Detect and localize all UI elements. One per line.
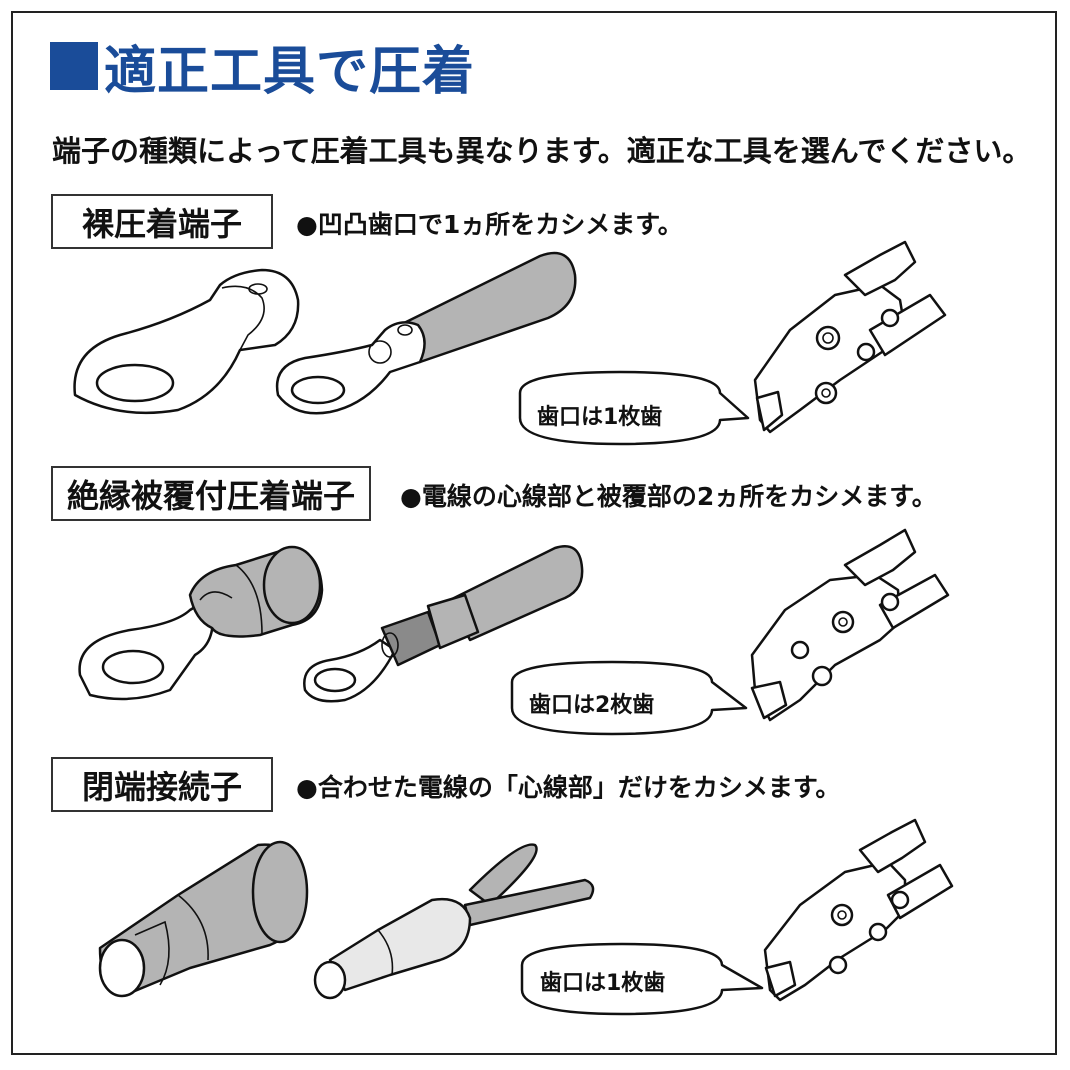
bubble-text-2: 歯口は2枚歯: [529, 692, 654, 718]
bare-ring-terminal-crimped-icon: [275, 251, 577, 415]
section-desc-closed-end-connector: ●合わせた電線の「心線部」だけをカシメます。: [296, 773, 841, 802]
section-desc-bare-terminal: ●凹凸歯口で1ヵ所をカシメます。: [296, 210, 683, 239]
crimping-tool-double-die-icon: [750, 528, 950, 722]
section-label-bare-terminal: 裸圧着端子: [51, 194, 273, 249]
page-title: 適正工具で圧着: [50, 34, 475, 102]
intro-text: 端子の種類によって圧着工具も異なります。適正な工具を選んでください。: [52, 134, 1032, 168]
closed-end-connector-crimped-icon: [313, 843, 595, 1000]
illustration-frame: [11, 11, 1057, 1055]
section-label-insulated-terminal: 絶縁被覆付圧着端子: [51, 466, 371, 521]
crimping-tool-single-die-icon: [753, 240, 947, 434]
bare-ring-terminal-icon: [73, 268, 300, 415]
section-label-closed-end-connector: 閉端接続子: [51, 757, 273, 812]
closed-end-connector-icon: [98, 840, 309, 998]
section-desc-insulated-terminal: ●電線の心線部と被覆部の2ヵ所をカシメます。: [400, 482, 937, 511]
bubble-text-3: 歯口は1枚歯: [540, 970, 665, 996]
tooth-bubble-1: 歯口は1枚歯: [518, 370, 750, 446]
insulated-ring-terminal-crimped-icon: [303, 545, 584, 703]
bubble-text-1: 歯口は1枚歯: [537, 404, 662, 430]
crimping-tool-closed-end-icon: [763, 818, 954, 1002]
tooth-bubble-2: 歯口は2枚歯: [510, 660, 748, 736]
tooth-bubble-3: 歯口は1枚歯: [520, 942, 764, 1016]
title-text: 適正工具で圧着: [104, 41, 476, 102]
title-square-icon: [50, 42, 98, 90]
insulated-ring-terminal-icon: [78, 545, 324, 701]
